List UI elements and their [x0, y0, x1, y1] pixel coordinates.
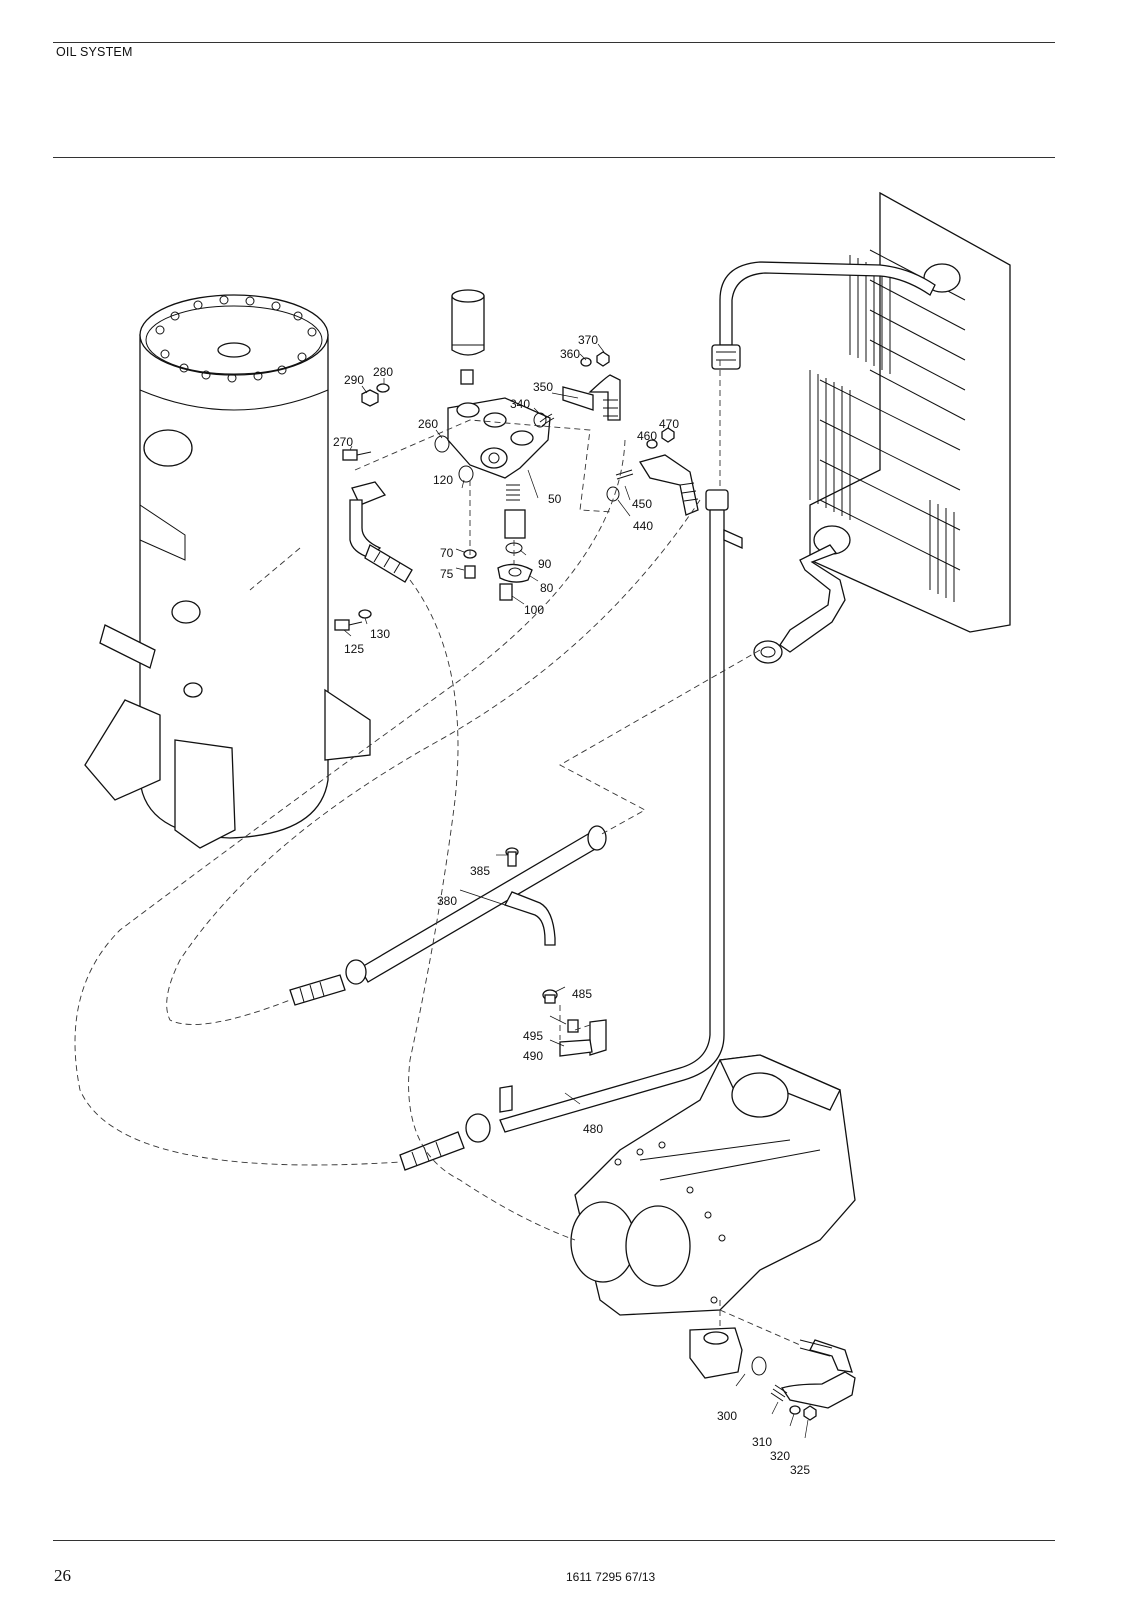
- callout-470: 470: [659, 417, 679, 431]
- valve-block-small-parts: [334, 351, 699, 631]
- callout-120: 120: [433, 473, 453, 487]
- cooler-outlet-pipe: [711, 261, 936, 370]
- header-top-rule: [53, 42, 1055, 43]
- callout-numbers: 370 360 280 290 350 340 260 270 470 460 …: [333, 333, 810, 1477]
- callout-300: 300: [717, 1409, 737, 1423]
- oil-return-pipe-480: [465, 489, 743, 1143]
- callout-80: 80: [540, 581, 554, 595]
- oil-pipe-380: [345, 825, 607, 985]
- callout-75: 75: [440, 567, 454, 581]
- lower-flex-hoses: [289, 974, 465, 1171]
- oil-cooler: [809, 191, 1011, 633]
- oil-separator-vessel: [84, 294, 371, 849]
- callout-130: 130: [370, 627, 390, 641]
- page-number: 26: [54, 1566, 71, 1585]
- callout-495: 495: [523, 1029, 543, 1043]
- compressor-element: [570, 1054, 856, 1316]
- hidden-routing-lines: [74, 360, 801, 1346]
- callout-385: 385: [470, 864, 490, 878]
- callout-450: 450: [632, 497, 652, 511]
- vessel-to-filter-hose: [349, 481, 413, 583]
- bracket-fasteners: [542, 989, 593, 1057]
- callout-125: 125: [344, 642, 364, 656]
- callout-100: 100: [524, 603, 544, 617]
- footer-rule: [53, 1540, 1055, 1541]
- callout-320: 320: [770, 1449, 790, 1463]
- compressor-bolts: [614, 1141, 726, 1304]
- callout-50: 50: [548, 492, 562, 506]
- callout-70: 70: [440, 546, 454, 560]
- callout-340: 340: [510, 397, 530, 411]
- cooler-fins: [809, 255, 955, 602]
- callout-leaders: [343, 343, 809, 1439]
- callout-310: 310: [752, 1435, 772, 1449]
- callout-290: 290: [344, 373, 364, 387]
- callout-350: 350: [533, 380, 553, 394]
- callout-370: 370: [578, 333, 598, 347]
- header-bottom-rule: [53, 157, 1055, 158]
- oil-filter-housing-block: [447, 369, 551, 479]
- callout-280: 280: [373, 365, 393, 379]
- callout-360: 360: [560, 347, 580, 361]
- callout-485: 485: [572, 987, 592, 1001]
- callout-440: 440: [633, 519, 653, 533]
- callout-90: 90: [538, 557, 552, 571]
- callout-380: 380: [437, 894, 457, 908]
- thermostatic-valve-300: [689, 1327, 856, 1421]
- section-title: OIL SYSTEM: [56, 45, 133, 59]
- cooler-lower-pipe: [753, 544, 846, 664]
- callout-260: 260: [418, 417, 438, 431]
- vessel-bolts: [155, 295, 317, 383]
- oil-filter-element: [451, 289, 485, 356]
- callout-270: 270: [333, 435, 353, 449]
- callout-460: 460: [637, 429, 657, 443]
- callout-480: 480: [583, 1122, 603, 1136]
- document-number: 1611 7295 67/13: [566, 1570, 656, 1584]
- callout-490: 490: [523, 1049, 543, 1063]
- callout-325: 325: [790, 1463, 810, 1477]
